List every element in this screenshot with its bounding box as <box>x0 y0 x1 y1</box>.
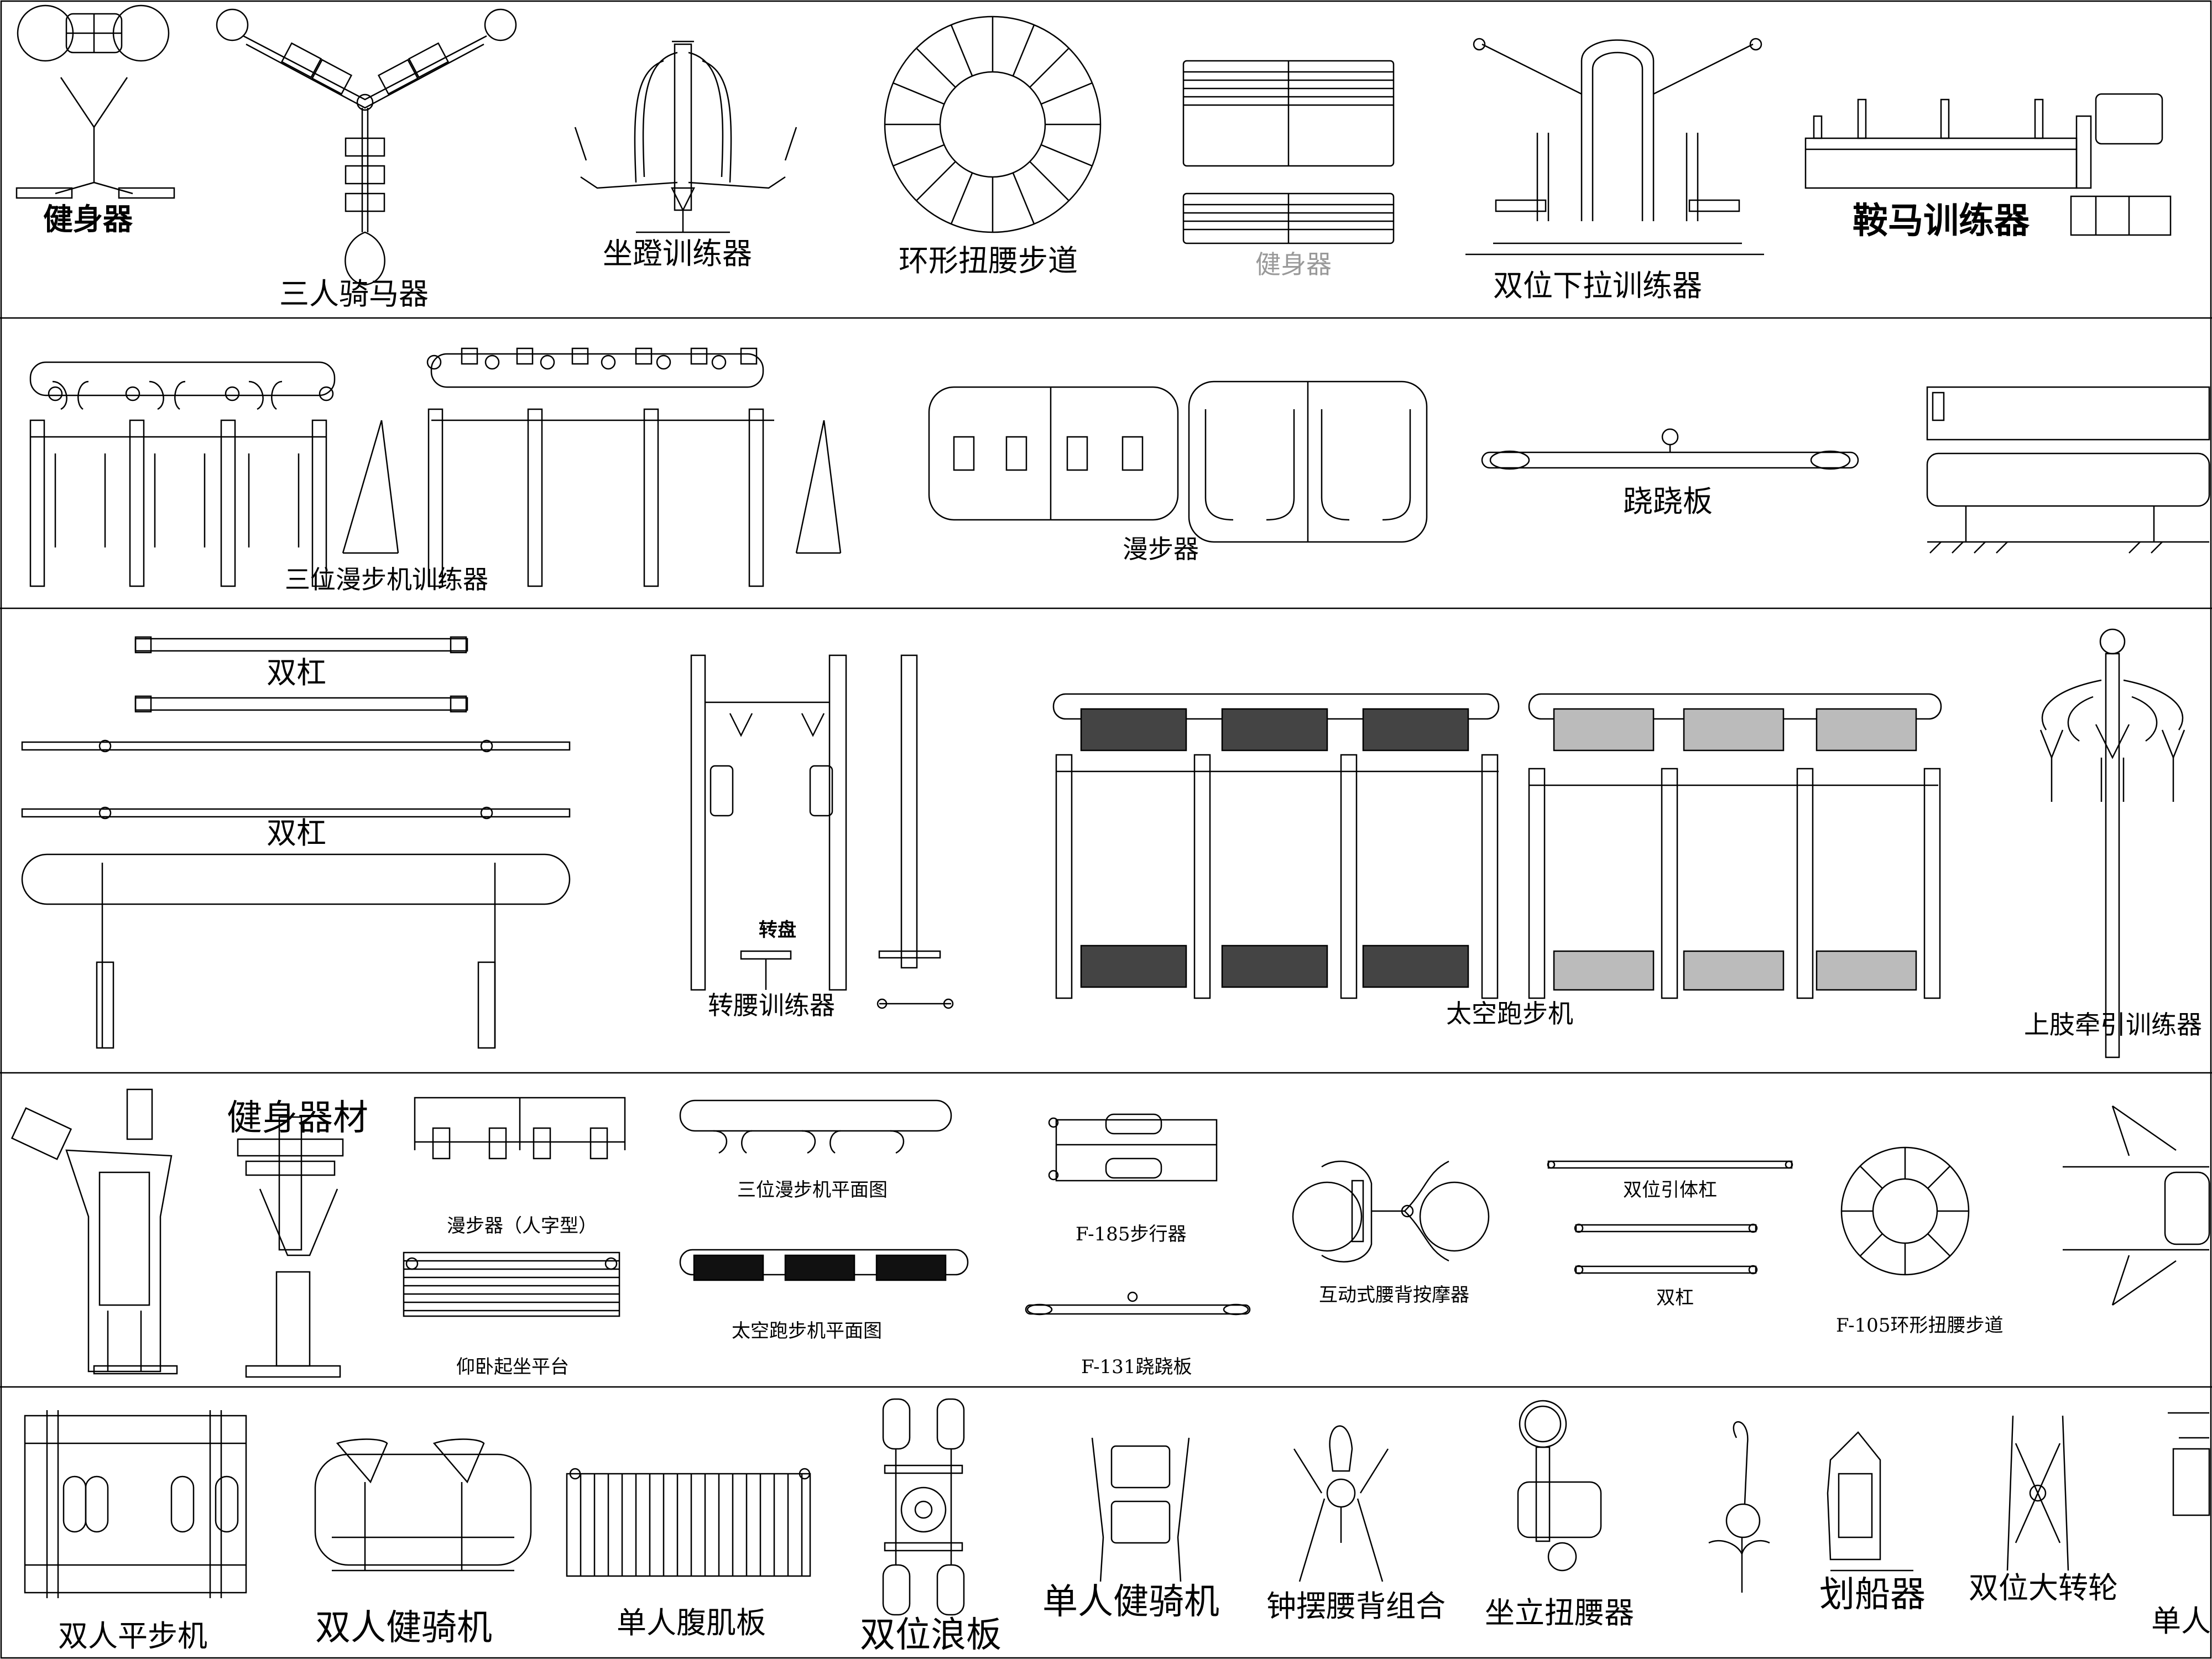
f131-seesaw-drawing <box>1026 1292 1250 1314</box>
sit-pedal-trainer-drawing <box>575 41 796 232</box>
three-person-horse-drawing <box>217 9 516 285</box>
space-walker-plan-drawing <box>680 1250 968 1280</box>
label-walker-herringbone: 漫步器（人字型） <box>447 1215 597 1237</box>
pendulum-waist-combo-drawing <box>1294 1426 1388 1582</box>
label-waist-twister: 转腰训练器 <box>708 990 835 1020</box>
walker-herringbone-drawing <box>415 1098 625 1159</box>
label-double-big-wheel: 双位大转轮 <box>1969 1571 2118 1605</box>
double-wave-board-drawing <box>883 1399 964 1615</box>
bench-device-drawing <box>1183 61 1394 243</box>
situp-platform-drawing <box>404 1253 619 1316</box>
f185-walker-drawing <box>1049 1114 1217 1181</box>
rowing-unit-drawing <box>1828 1432 1913 1571</box>
parallel-bars-drawing <box>22 637 570 1048</box>
waist-twister-drawing <box>691 655 953 1008</box>
double-pull-down-drawing <box>1465 39 1764 254</box>
label-double-stepper: 双人平步机 <box>58 1619 207 1653</box>
double-stepper-drawing <box>25 1410 246 1598</box>
label-space-walker-plan: 太空跑步机平面图 <box>732 1320 882 1342</box>
label-parallel-bars-2: 双杠 <box>267 816 326 851</box>
f105-ring-walkway-drawing <box>1841 1147 1969 1275</box>
upper-limb-traction-drawing <box>2041 629 2184 1057</box>
three-walker-trainer-drawing <box>30 362 398 586</box>
rotating-device-plan-drawing <box>2063 1106 2209 1305</box>
pull-up-bar-drawing <box>1548 1161 1792 1274</box>
label-f185-walker: F-185步行器 <box>1076 1223 1187 1245</box>
fitness-device-drawing <box>17 6 174 198</box>
label-fitness-equipment: 健身器材 <box>227 1098 368 1139</box>
label-ring-waist-walkway: 环形扭腰步道 <box>899 243 1078 278</box>
label-massager: 互动式腰背按摩器 <box>1319 1284 1469 1306</box>
single-ab-board-drawing <box>567 1469 810 1576</box>
rowing-machine-drawing <box>1709 1422 1770 1593</box>
single-cut-drawing <box>2168 1413 2209 1515</box>
label-double-rider: 双人健骑机 <box>315 1608 492 1648</box>
label-rowing-machine: 划船器 <box>1819 1574 1926 1615</box>
space-walker-drawing <box>1053 694 1941 998</box>
label-space-walker: 太空跑步机 <box>1446 999 1573 1029</box>
label-single-cut: 单人 <box>2151 1604 2211 1639</box>
single-rider-drawing <box>1092 1438 1189 1582</box>
label-pommel-horse: 鞍马训练器 <box>1853 201 2030 242</box>
label-three-walker-plan: 三位漫步机平面图 <box>737 1179 888 1201</box>
massager-drawing <box>1293 1161 1489 1262</box>
sign-detail-drawing <box>1927 387 2209 553</box>
label-sit-pedal-trainer: 坐蹬训练器 <box>603 236 752 271</box>
label-f131-seesaw: F-131跷跷板 <box>1081 1356 1192 1378</box>
double-rider-drawing <box>315 1439 531 1571</box>
label-fitness-device: 健身器 <box>43 202 133 237</box>
label-f105-ring-walkway: F-105环形扭腰步道 <box>1836 1314 2004 1337</box>
label-upper-limb-traction: 上肢牵引训练器 <box>2024 1010 2202 1040</box>
label-double-pull-down: 双位下拉训练器 <box>1493 268 1702 303</box>
label-sit-stand-twister: 坐立扭腰器 <box>1485 1595 1634 1630</box>
label-pull-up-bar: 双位引体杠 <box>1623 1179 1717 1201</box>
double-big-wheel-drawing <box>2007 1416 2068 1571</box>
label-single-ab-board: 单人腹肌板 <box>617 1605 766 1640</box>
label-seesaw: 跷跷板 <box>1623 484 1713 519</box>
label-pendulum-waist-combo: 钟摆腰背组合 <box>1266 1589 1446 1624</box>
three-walker-plan-drawing <box>680 1100 951 1153</box>
label-turntable: 转盘 <box>759 919 796 941</box>
label-three-person-horse: 三人骑马器 <box>279 276 429 311</box>
walker-plan-drawing <box>929 382 1427 542</box>
label-three-walker-trainer: 三位漫步机训练器 <box>285 565 488 594</box>
label-double-wave-board: 双位浪板 <box>860 1615 1001 1656</box>
pommel-horse-trainer-drawing <box>1806 94 2171 235</box>
walker-front-elevation-drawing <box>427 348 841 586</box>
fitness-equipment-drawing <box>12 1089 343 1377</box>
label-parallel-bars-3: 双杠 <box>1656 1287 1694 1309</box>
label-fitness-device-2: 健身器 <box>1255 249 1332 279</box>
sit-stand-twister-drawing <box>1518 1401 1601 1571</box>
label-walker: 漫步器 <box>1123 534 1199 564</box>
seesaw-drawing <box>1482 429 1858 469</box>
ring-waist-walkway-drawing <box>885 17 1100 232</box>
label-single-rider: 单人健骑机 <box>1042 1582 1219 1623</box>
label-situp-platform: 仰卧起坐平台 <box>456 1356 569 1378</box>
label-parallel-bars-1: 双杠 <box>267 655 326 690</box>
